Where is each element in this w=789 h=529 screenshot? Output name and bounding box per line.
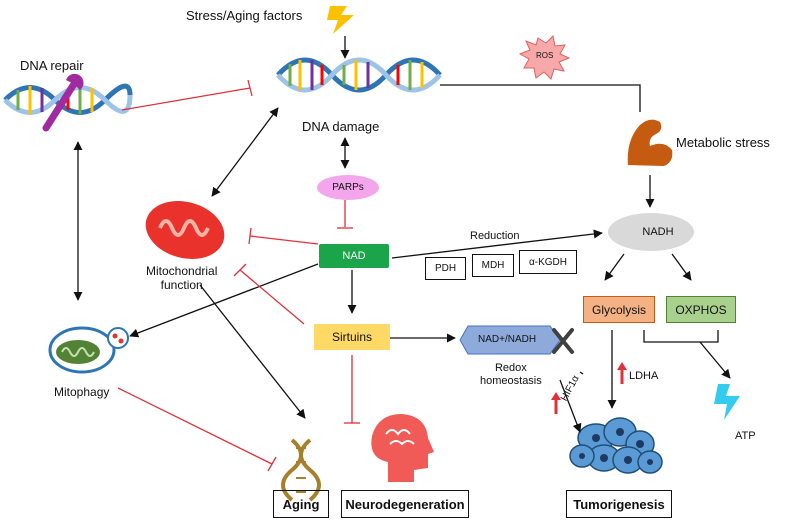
atp-label: ATP: [735, 430, 756, 442]
aging-label: Aging: [282, 496, 320, 512]
parps-node: PARPs: [317, 175, 379, 200]
tumor-cells-icon: [569, 417, 663, 474]
neurodegeneration-node: Neurodegeneration: [341, 490, 469, 518]
hif1a-up-arrow-icon: [551, 392, 561, 414]
metabolic-stress-label: Metabolic stress: [676, 135, 770, 150]
nad-nadh-tag: [459, 325, 561, 355]
redox-homeostasis-label: Redox homeostasis: [480, 362, 542, 387]
ldha-up-arrow-icon: [617, 362, 627, 384]
dna-damage-helix-icon: [276, 57, 442, 93]
dna-repair-label: DNA repair: [20, 58, 84, 73]
mdh-label: MDH: [481, 260, 505, 271]
aging-node: Aging: [273, 490, 329, 518]
mitochondrial-function-label: Mitochondrial function: [146, 264, 218, 292]
wrench-icon: [42, 73, 84, 132]
inhibition-edges: [117, 79, 360, 472]
lightning-bolt-icon: [327, 6, 354, 34]
akgdh-node: α-KGDH: [519, 250, 577, 274]
tumorigenesis-label: Tumorigenesis: [573, 496, 665, 512]
reduction-label: Reduction: [470, 230, 520, 242]
sirtuins-label: Sirtuins: [331, 330, 372, 344]
nad-nadh-label: NAD+/NADH: [478, 334, 537, 345]
ldha-label: LDHA: [629, 370, 659, 382]
atp-bolt-icon: [714, 384, 740, 420]
mitophagy-icon: [48, 326, 129, 374]
neurodegeneration-label: Neurodegeneration: [345, 496, 465, 512]
akgdh-label: α-KGDH: [528, 256, 567, 268]
flexed-arm-icon: [627, 119, 673, 166]
mitophagy-label: Mitophagy: [54, 385, 110, 399]
oxphos-node: OXPHOS: [666, 296, 736, 323]
dna-damage-label: DNA damage: [302, 119, 380, 134]
nad-node: NAD: [319, 244, 389, 268]
aging-dna-icon: [281, 438, 321, 502]
pdh-label: PDH: [434, 263, 457, 274]
sirtuins-node: Sirtuins: [314, 324, 390, 350]
close-x-icon: [552, 328, 574, 354]
oxphos-label: OXPHOS: [675, 302, 727, 317]
parps-label: PARPs: [332, 182, 364, 193]
glycolysis-node: Glycolysis: [583, 296, 655, 323]
mitochondrion-icon: [145, 201, 225, 259]
ros-burst-icon: [518, 34, 571, 80]
mdh-node: MDH: [472, 254, 514, 277]
tumorigenesis-node: Tumorigenesis: [566, 490, 672, 518]
nadh-label: NADH: [642, 226, 674, 238]
stress-aging-factors-label: Stress/Aging factors: [186, 8, 303, 23]
pdh-node: PDH: [425, 257, 466, 280]
brain-head-icon: [371, 414, 434, 482]
activation-arrows: [73, 36, 731, 433]
glycolysis-label: Glycolysis: [591, 302, 646, 317]
nadh-node: NADH: [608, 213, 694, 251]
nad-label: NAD: [342, 250, 366, 262]
ros-label: ROS: [536, 51, 554, 60]
